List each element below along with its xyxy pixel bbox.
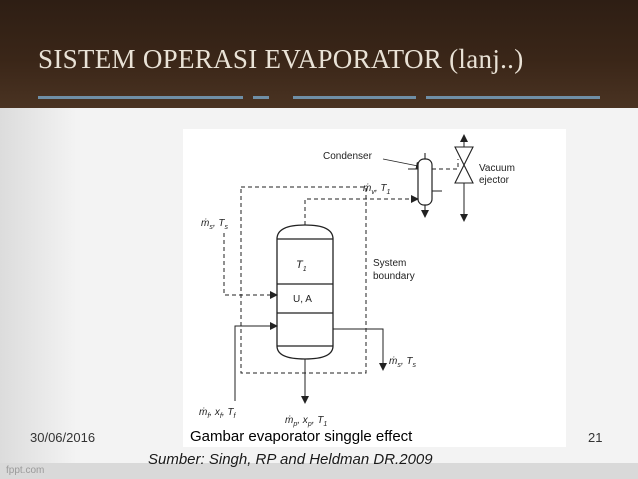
title-underline-segment-3 — [293, 96, 416, 99]
evaporator-vessel — [276, 224, 334, 360]
slide-date: 30/06/2016 — [30, 430, 96, 445]
vessel-temperature-label: T1 — [296, 259, 307, 273]
slide-number: 21 — [588, 430, 603, 445]
title-underline — [38, 96, 243, 99]
figure-source: Sumber: Singh, RP and Heldman DR.2009 — [148, 451, 433, 468]
figure-caption: Gambar evaporator singgle effect — [190, 428, 413, 445]
brand-watermark: fppt.com — [6, 465, 45, 476]
footer-band — [0, 463, 638, 479]
feed-inlet-line — [234, 322, 278, 401]
vapor-label: ṁv, T1 — [363, 183, 391, 196]
title-underline-segment-2 — [253, 96, 269, 99]
steam-inlet-line — [223, 233, 278, 299]
product-label: ṁp, xp, T1 — [285, 415, 327, 428]
slide-title: SISTEM OPERASI EVAPORATOR (lanj..) — [38, 44, 524, 74]
steam-inlet-label: ṁs, Ts — [201, 218, 229, 231]
title-underline-segment-4 — [426, 96, 600, 99]
feed-label: ṁf, xf, Tf — [199, 407, 236, 420]
vessel-ua-label: U, A — [293, 294, 312, 305]
vacuum-line — [432, 159, 459, 170]
vapor-line — [304, 195, 419, 225]
condenser-leader — [382, 158, 424, 170]
slide-header: SISTEM OPERASI EVAPORATOR (lanj..) — [0, 0, 638, 108]
condenser-label: Condenser — [323, 151, 373, 162]
condenser-body — [417, 158, 433, 206]
condensate-label: ṁs, Ts — [389, 356, 417, 369]
system-boundary — [240, 186, 367, 374]
condensate-outlet-line — [333, 328, 387, 371]
